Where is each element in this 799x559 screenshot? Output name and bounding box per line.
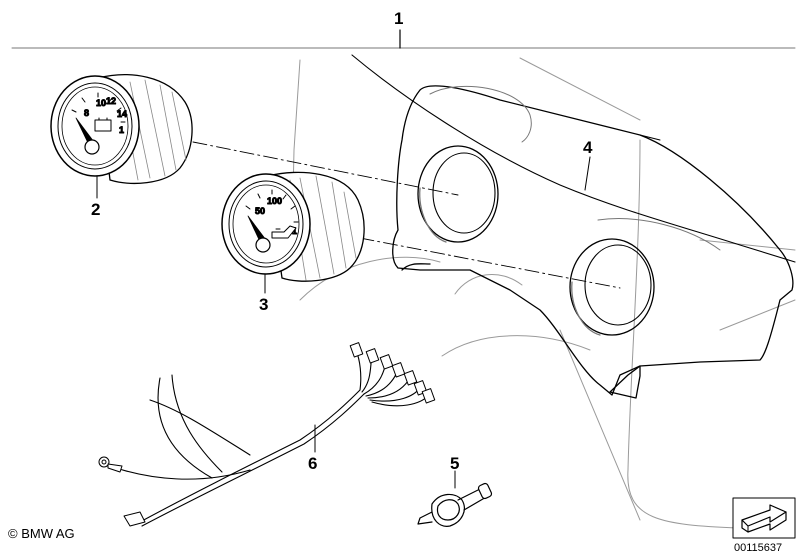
gauge-trim-panel: [351, 54, 796, 399]
oil-temperature-gauge: 50 100 1: [221, 171, 365, 282]
battery-icon: [94, 117, 112, 132]
oil-tick-50: 50: [255, 206, 265, 216]
callout-6: 6: [308, 454, 318, 473]
callout-4: 4: [583, 138, 593, 157]
wiring-harness: [98, 342, 436, 527]
copyright-label: © BMW AG: [8, 526, 75, 541]
voltmeter-tick-12: 12: [106, 96, 116, 106]
voltmeter-tick-14: 14: [117, 109, 127, 119]
assembly-bracket: [11, 29, 796, 49]
image-id-label: 00115637: [734, 542, 783, 554]
voltmeter-tick-10: 10: [96, 98, 106, 108]
arrow-box-icon: [732, 497, 796, 539]
placement-lines: [192, 141, 621, 289]
callout-1: 1: [394, 9, 404, 28]
voltmeter-gauge: 8 10 12 14 1: [50, 74, 193, 184]
dashboard-background: [291, 57, 796, 529]
oil-tick-100: 100: [267, 196, 282, 206]
callout-5: 5: [450, 454, 460, 473]
oil-can-icon: [271, 225, 297, 239]
callout-2: 2: [91, 200, 101, 219]
oil-tick-150: 1: [292, 226, 297, 236]
voltmeter-tick-16: 1: [119, 125, 124, 135]
voltmeter-tick-8: 8: [84, 108, 89, 118]
callout-3: 3: [259, 295, 269, 314]
bulb-socket: [417, 482, 493, 527]
